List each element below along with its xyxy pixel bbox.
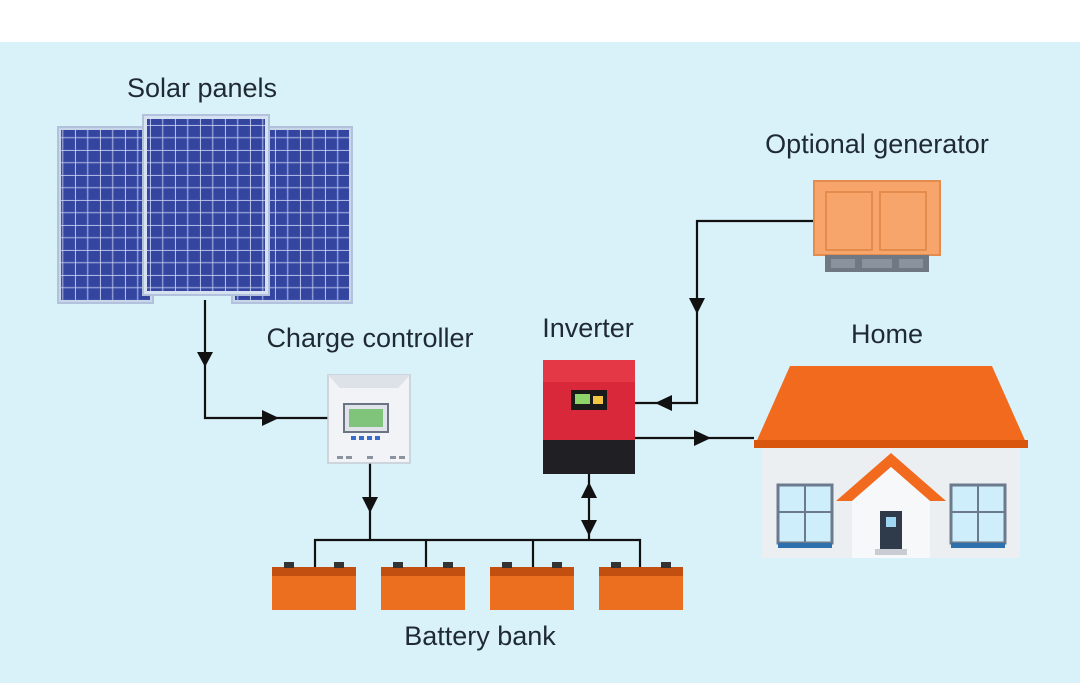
home-window-right — [949, 483, 1007, 548]
battery-bank — [272, 562, 683, 610]
battery-2 — [381, 562, 465, 610]
home-door — [880, 511, 902, 549]
arrow-down-panels — [197, 352, 213, 367]
charge-controller-label: Charge controller — [266, 323, 473, 353]
controller-buttons — [351, 436, 380, 440]
home-label: Home — [851, 319, 923, 349]
arrow-right-home — [694, 430, 711, 446]
generator — [813, 180, 941, 272]
battery-bus — [313, 538, 642, 567]
solar-panels — [57, 114, 353, 304]
arrow-down-controller — [362, 497, 378, 513]
charge-controller — [327, 374, 411, 464]
arrow-left-inverter — [655, 395, 672, 411]
arrow-down-batteries — [581, 520, 597, 536]
solar-panel-center — [142, 114, 270, 296]
home-roof — [754, 366, 1028, 447]
optional-generator-label: Optional generator — [765, 129, 989, 159]
battery-bank-label: Battery bank — [404, 621, 556, 651]
home-window-left — [776, 483, 834, 548]
battery-3 — [490, 562, 574, 610]
battery-1 — [272, 562, 356, 610]
home — [754, 366, 1028, 558]
solar-panel-left — [57, 126, 154, 304]
arrow-right-controller — [262, 410, 279, 426]
battery-bus-drops — [424, 540, 535, 567]
arrow-up-inverter — [581, 482, 597, 498]
battery-4 — [599, 562, 683, 610]
wire-panels-to-controller — [203, 300, 330, 420]
inverter-label: Inverter — [542, 313, 634, 343]
arrowheads — [197, 298, 711, 536]
inverter — [543, 360, 635, 474]
arrow-down-generator — [689, 298, 705, 314]
solar-panels-label: Solar panels — [127, 73, 277, 103]
home-gable — [836, 453, 946, 501]
